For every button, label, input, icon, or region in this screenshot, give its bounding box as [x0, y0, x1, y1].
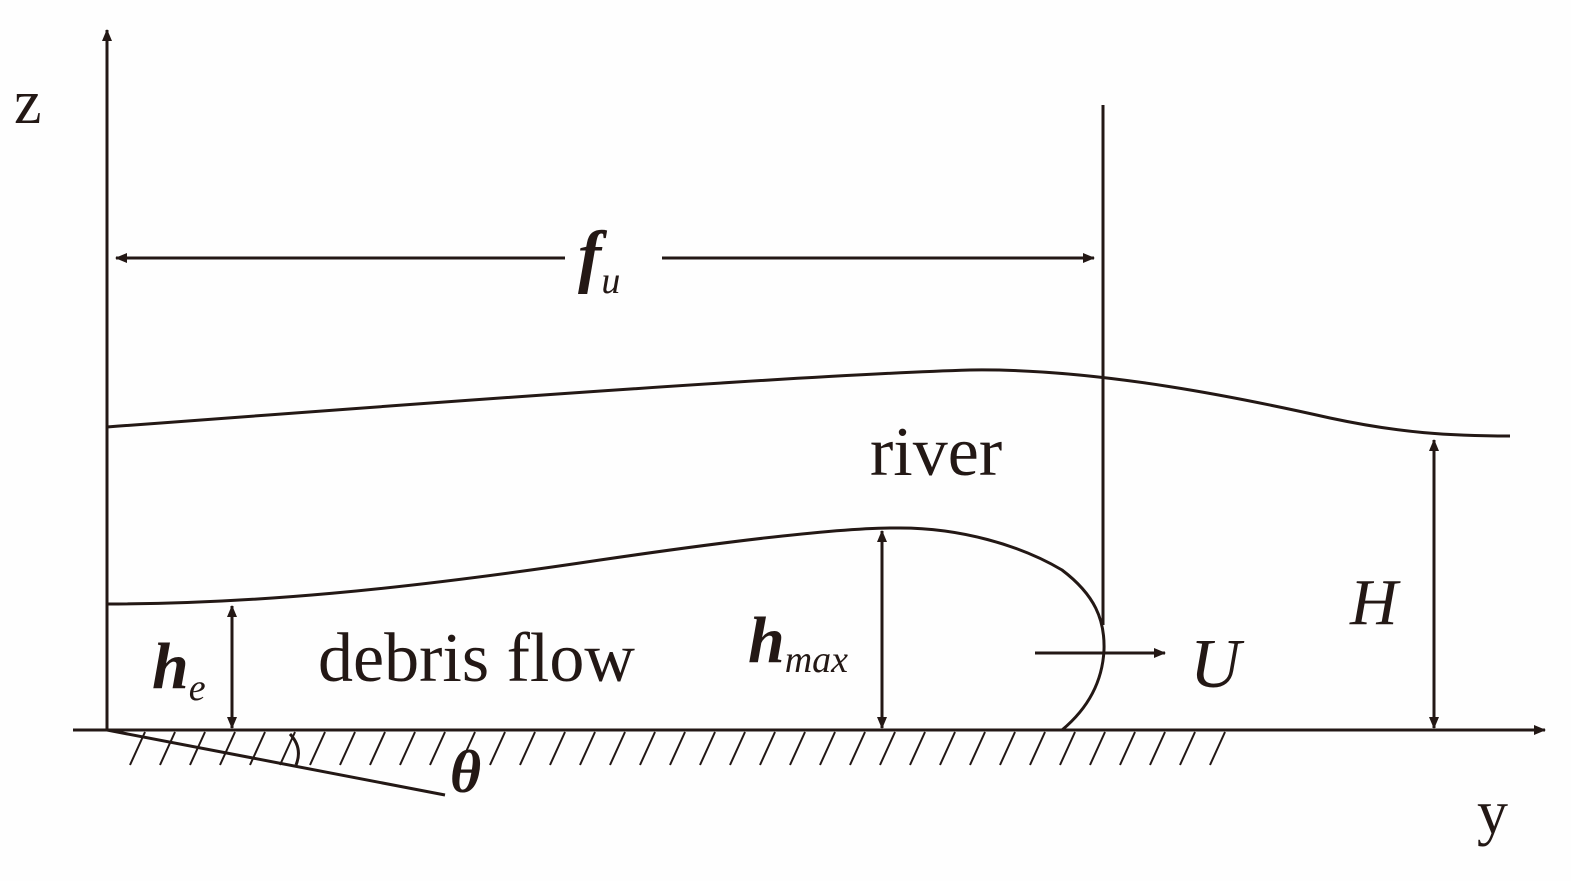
- ground-hatching: [129, 731, 1226, 766]
- fu-symbol: f: [578, 218, 602, 295]
- z-axis-label: z: [14, 69, 42, 137]
- hmax-label: hmax: [748, 608, 848, 680]
- he-symbol: h: [152, 630, 189, 703]
- H-label: H: [1350, 566, 1398, 639]
- hmax-symbol: h: [748, 604, 785, 677]
- fu-label: fu: [578, 222, 620, 301]
- theta-label: θ: [450, 739, 482, 805]
- hmax-subscript: max: [784, 639, 849, 681]
- he-subscript: e: [188, 667, 206, 709]
- slope-line: [106, 728, 446, 797]
- river-label: river: [870, 414, 1003, 491]
- debris-flow-label: debris flow: [318, 620, 635, 697]
- debris-flow-surface-curve: [106, 526, 1106, 732]
- river-surface-curve: [106, 368, 1511, 438]
- y-axis-label: y: [1477, 779, 1508, 847]
- he-label: he: [152, 634, 206, 708]
- U-label: U: [1190, 626, 1241, 703]
- fu-subscript: u: [601, 260, 621, 302]
- angle-arc: [288, 732, 300, 766]
